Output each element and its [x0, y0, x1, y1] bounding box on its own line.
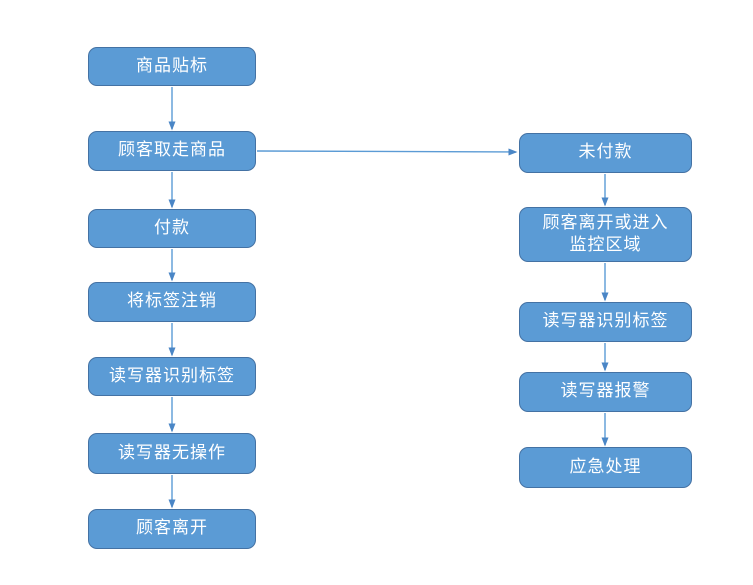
- flow-node-reader-no-action: 读写器无操作: [88, 433, 256, 474]
- flow-node-customer-leaves: 顾客离开: [88, 509, 256, 549]
- flow-node-reader-identifies-tag: 读写器识别标签: [88, 357, 256, 396]
- flow-node-customer-takes-item: 顾客取走商品: [88, 131, 256, 171]
- flow-node-reader-alarm: 读写器报警: [519, 372, 692, 412]
- flow-node-reader-identifies-tag-2: 读写器识别标签: [519, 302, 692, 342]
- flow-node-customer-leaves-or-enters-monitoring-area: 顾客离开或进入 监控区域: [519, 207, 692, 262]
- flow-node-payment: 付款: [88, 209, 256, 248]
- arrow-l2-r1: [256, 148, 518, 156]
- flow-node-deactivate-tag: 将标签注销: [88, 282, 256, 322]
- flow-node-product-labeling: 商品贴标: [88, 47, 256, 86]
- flow-node-emergency-handling: 应急处理: [519, 447, 692, 488]
- flow-node-unpaid: 未付款: [519, 133, 692, 173]
